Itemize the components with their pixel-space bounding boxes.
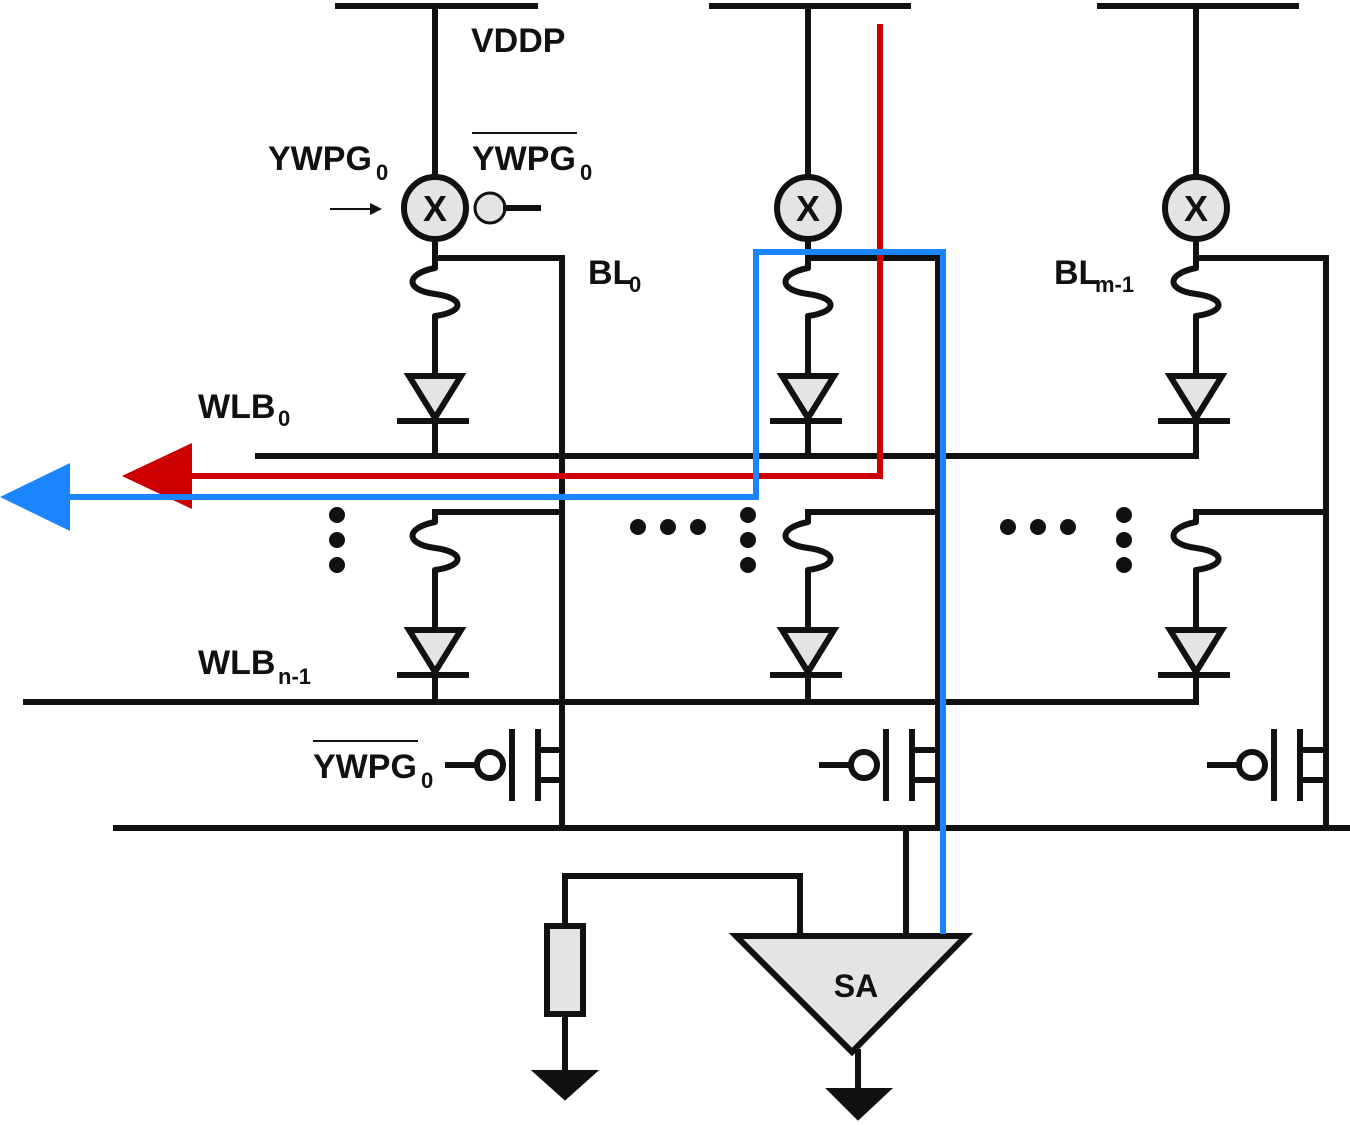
wlbn1-label: WLB n-1 [198, 644, 311, 689]
memory-cell-row0-col1 [770, 255, 842, 459]
switch-mark: X [1184, 188, 1208, 229]
sense-bus [113, 825, 1350, 939]
ywpg0-bar-label-top: YWPG 0 [472, 132, 592, 185]
read-arrow-icon [0, 463, 70, 531]
wlb0-label: WLB 0 [198, 388, 290, 431]
pmos-transistor-col1 [819, 729, 941, 801]
svg-text:0: 0 [629, 272, 641, 297]
switch-mark: X [796, 188, 820, 229]
column-switch-1: X [774, 174, 842, 242]
svg-text:WLB: WLB [198, 644, 275, 682]
memory-cell-row0-col0 [397, 255, 469, 459]
svg-text:0: 0 [580, 160, 592, 185]
bl0-label: BL 0 [588, 254, 641, 297]
svg-text:YWPG: YWPG [472, 140, 576, 178]
word-lines [23, 453, 1199, 705]
switch-mark: X [423, 188, 447, 229]
svg-text:BL: BL [588, 254, 633, 292]
svg-text:BL: BL [1054, 254, 1099, 292]
svg-text:YWPG: YWPG [313, 748, 417, 786]
svg-text:0: 0 [278, 406, 290, 431]
ywpg0-label: YWPG 0 [268, 140, 388, 185]
svg-text:0: 0 [376, 160, 388, 185]
ground-icon [530, 1070, 600, 1101]
svg-text:WLB: WLB [198, 388, 275, 426]
program-current-path [122, 24, 883, 509]
ywpg0-bar-label-bottom: YWPG 0 [313, 740, 433, 793]
column-switch-m1: X [1162, 174, 1230, 242]
vddp-label: VDDP [471, 22, 565, 60]
sense-amplifier: SA [728, 933, 974, 1121]
svg-text:m-1: m-1 [1095, 272, 1134, 297]
ground-icon [825, 1088, 894, 1121]
column-switch-0: X [330, 174, 541, 242]
bit-lines [432, 237, 1329, 831]
sense-amp-label: SA [834, 968, 878, 1004]
memory-cell-rown1-col0 [397, 509, 469, 705]
pmos-transistor-colm1 [1207, 729, 1329, 801]
memory-cell-row0-colm1 [1158, 255, 1230, 459]
svg-text:YWPG: YWPG [268, 140, 372, 178]
read-current-path [0, 249, 946, 934]
svg-text:0: 0 [421, 768, 433, 793]
svg-text:n-1: n-1 [278, 664, 311, 689]
memory-cell-rown1-col1 [770, 509, 842, 705]
blm1-label: BL m-1 [1054, 254, 1134, 297]
memory-cell-rown1-colm1 [1158, 509, 1230, 705]
vddp-rails [335, 3, 1299, 183]
continuation-dots [329, 507, 1132, 573]
reference-resistor [530, 873, 803, 1101]
pmos-transistor-col0 [445, 729, 565, 831]
program-arrow-icon [122, 443, 192, 509]
